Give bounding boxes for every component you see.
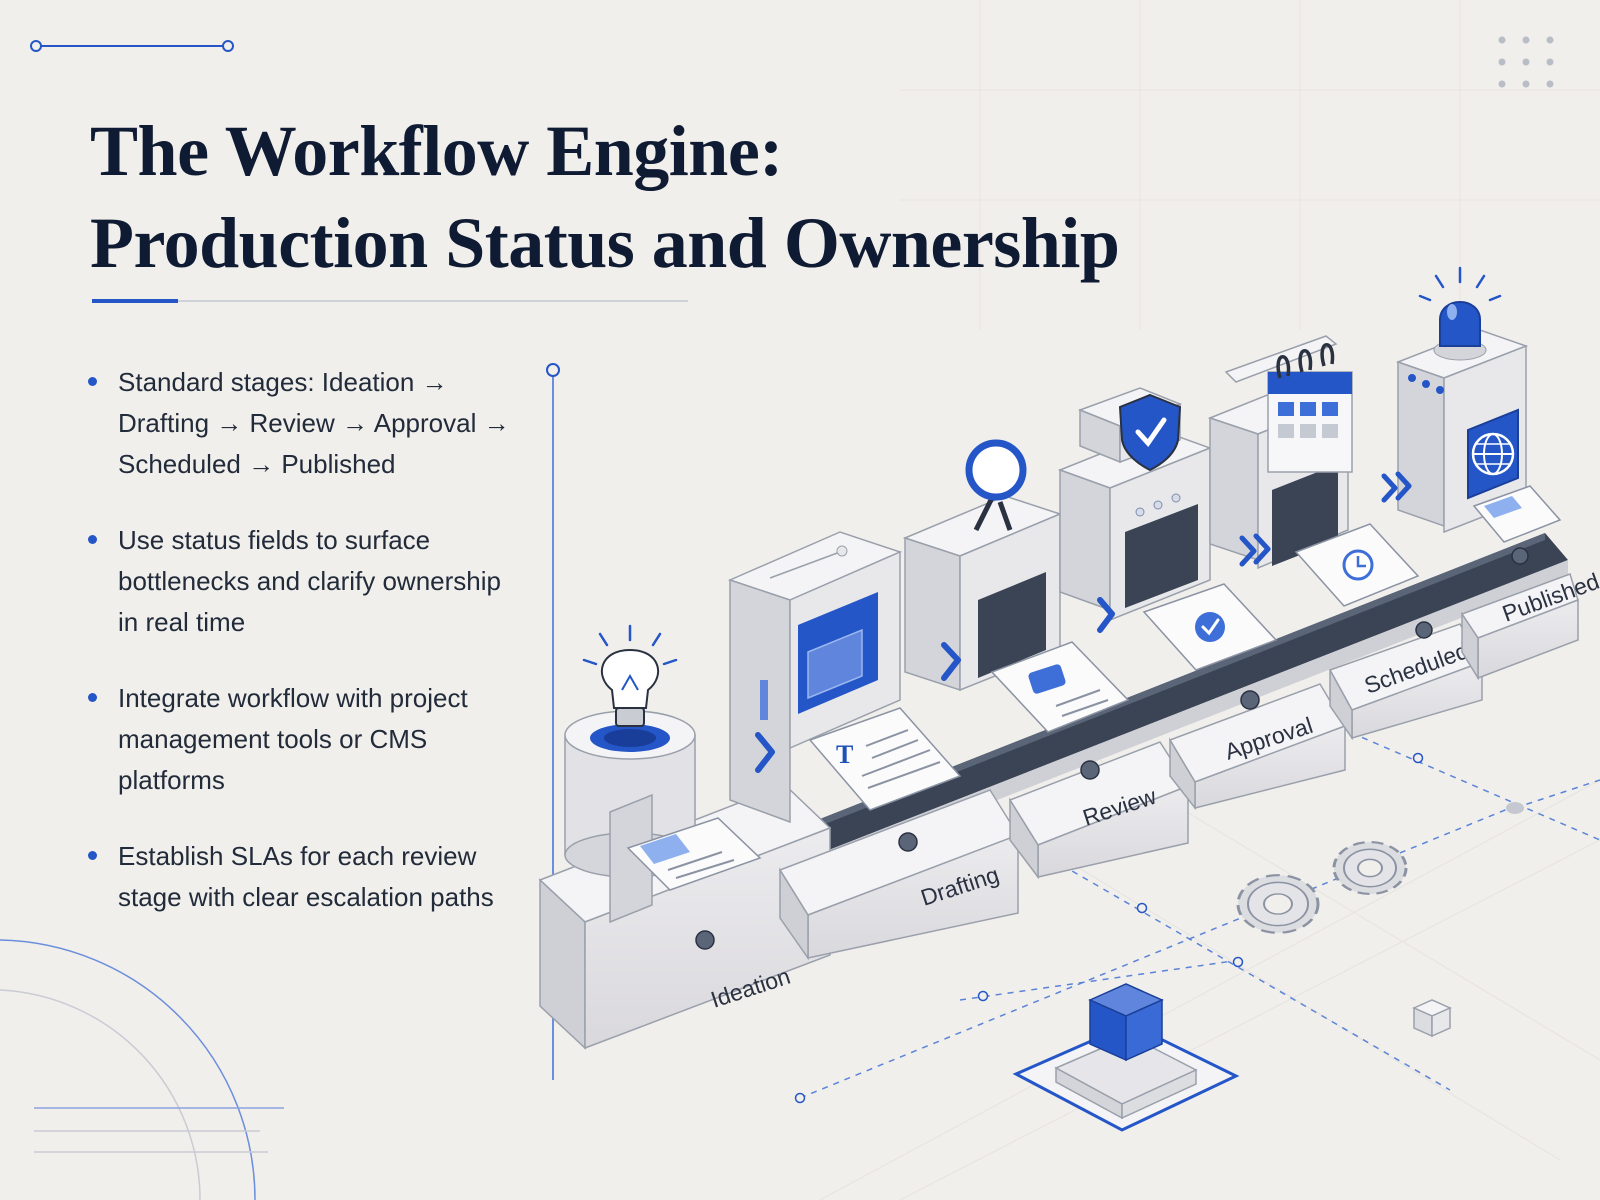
- bullet-text: Standard stages: Ideation → Drafting → R…: [118, 367, 510, 479]
- siren-icon: [1418, 266, 1502, 361]
- bullet-status-fields: Use status fields to surface bottlenecks…: [88, 520, 528, 643]
- stage-review: Review: [902, 439, 1190, 880]
- bullet-integrate: Integrate workflow with project manageme…: [88, 678, 528, 801]
- page-title-line-1: The Workflow Engine:: [90, 111, 783, 191]
- lightbulb-icon: [582, 624, 678, 727]
- conveyor-belt: [602, 533, 1568, 930]
- bullet-dot-icon: [88, 535, 97, 544]
- bullet-dot-icon: [88, 693, 97, 702]
- bullet-dot-icon: [88, 377, 97, 386]
- blue-cube-platform: [1012, 983, 1240, 1132]
- bullet-list: Standard stages: Ideation → Drafting → R…: [88, 362, 528, 953]
- bullet-dot-icon: [88, 851, 97, 860]
- gears-icon: [1236, 841, 1408, 934]
- bullet-text: Integrate workflow with project manageme…: [118, 683, 468, 795]
- bullet-slas: Establish SLAs for each review stage wit…: [88, 836, 528, 918]
- calendar-icon: [1224, 335, 1353, 473]
- bullet-text: Use status fields to surface bottlenecks…: [118, 525, 501, 637]
- stage-drafting: T Drafting: [727, 531, 1020, 961]
- magnifier-icon: [965, 439, 1027, 532]
- page-title: The Workflow Engine: Production Status a…: [90, 105, 1190, 289]
- svg-text:T: T: [836, 740, 853, 769]
- stage-scheduled: Scheduled: [1207, 335, 1484, 741]
- stage-ideation: Ideation: [538, 624, 832, 1050]
- globe-icon: [1467, 408, 1519, 500]
- bullet-text: Establish SLAs for each review stage wit…: [118, 841, 494, 912]
- small-cube-icon: [1412, 999, 1452, 1038]
- stage-approval: Approval: [1057, 387, 1347, 811]
- shield-check-icon: [1118, 393, 1182, 472]
- page-title-line-2: Production Status and Ownership: [90, 203, 1120, 283]
- bullet-stages: Standard stages: Ideation → Drafting → R…: [88, 362, 528, 485]
- document-icon: T: [808, 707, 962, 811]
